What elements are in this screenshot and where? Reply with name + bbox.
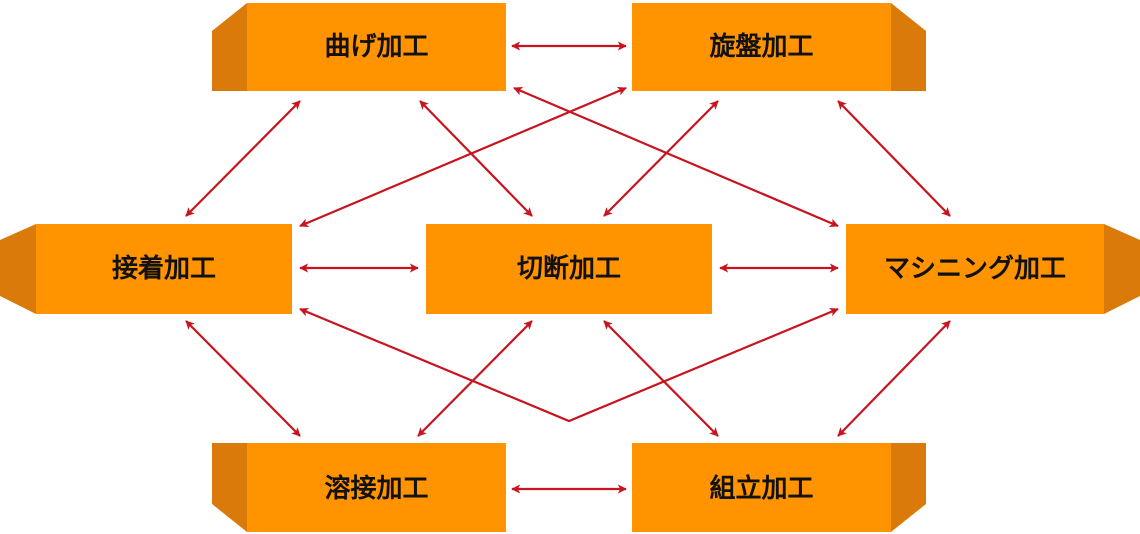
node-label-assembly: 組立加工: [709, 473, 813, 504]
node-label-cutting: 切断加工: [517, 253, 621, 284]
node-label-lathe: 旋盤加工: [709, 32, 813, 62]
arrow-cutting-assembly: [603, 320, 719, 437]
node-cutting: 切断加工: [426, 224, 712, 314]
node-bonding: 接着加工: [0, 224, 292, 314]
connection-arrows: [185, 41, 951, 494]
arrow-lathe-bonding: [299, 86, 627, 228]
arrow-bonding-welding: [185, 320, 301, 437]
node-welding: 溶接加工: [212, 443, 506, 532]
arrow-lathe-cutting: [603, 100, 719, 217]
arrow-lathe-machining: [837, 100, 951, 217]
arrow-cutting-welding: [417, 320, 533, 437]
arrow-bending-machining: [513, 86, 839, 228]
arrow-bonding-machining: [299, 307, 839, 423]
arrow-machining-assembly: [837, 320, 951, 437]
node-lathe: 旋盤加工: [632, 3, 926, 91]
arrow-bending-cutting: [419, 100, 533, 217]
node-label-machining: マシニング加工: [884, 254, 1066, 284]
node-label-bonding: 接着加工: [112, 253, 216, 284]
node-bending: 曲げ加工: [212, 3, 506, 91]
node-assembly: 組立加工: [632, 443, 926, 532]
node-label-welding: 溶接加工: [324, 473, 428, 504]
node-label-bending: 曲げ加工: [324, 32, 428, 62]
node-machining: マシニング加工: [846, 224, 1140, 314]
arrow-bending-bonding: [185, 100, 301, 217]
